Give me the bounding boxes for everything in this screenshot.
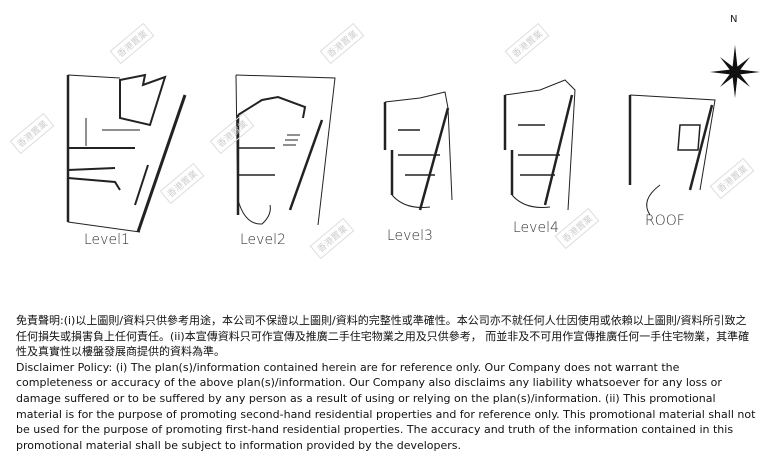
- level2-plan: [235, 74, 336, 226]
- level4-label: Level4: [513, 220, 559, 236]
- compass-north-label: N: [730, 14, 738, 25]
- level2-label: Level2: [240, 232, 286, 248]
- level3-label: Level3: [387, 228, 433, 244]
- floor-plans-drawing: [66, 45, 760, 233]
- level4-plan: [503, 79, 576, 211]
- roof-label: ROOF: [645, 213, 685, 229]
- level3-plan: [383, 91, 453, 211]
- roof-plan: [628, 94, 716, 216]
- level1-label: Level1: [84, 232, 130, 248]
- compass-icon: [710, 45, 760, 98]
- disclaimer-chinese: 免責聲明:(i)以上圖則/資料只供參考用途，本公司不保證以上圖則/資料的完整性或…: [16, 314, 750, 359]
- disclaimer: 免責聲明:(i)以上圖則/資料只供參考用途，本公司不保證以上圖則/資料的完整性或…: [16, 313, 756, 453]
- disclaimer-english: Disclaimer Policy: (i) The plan(s)/infor…: [16, 360, 756, 452]
- level1-plan: [66, 73, 187, 233]
